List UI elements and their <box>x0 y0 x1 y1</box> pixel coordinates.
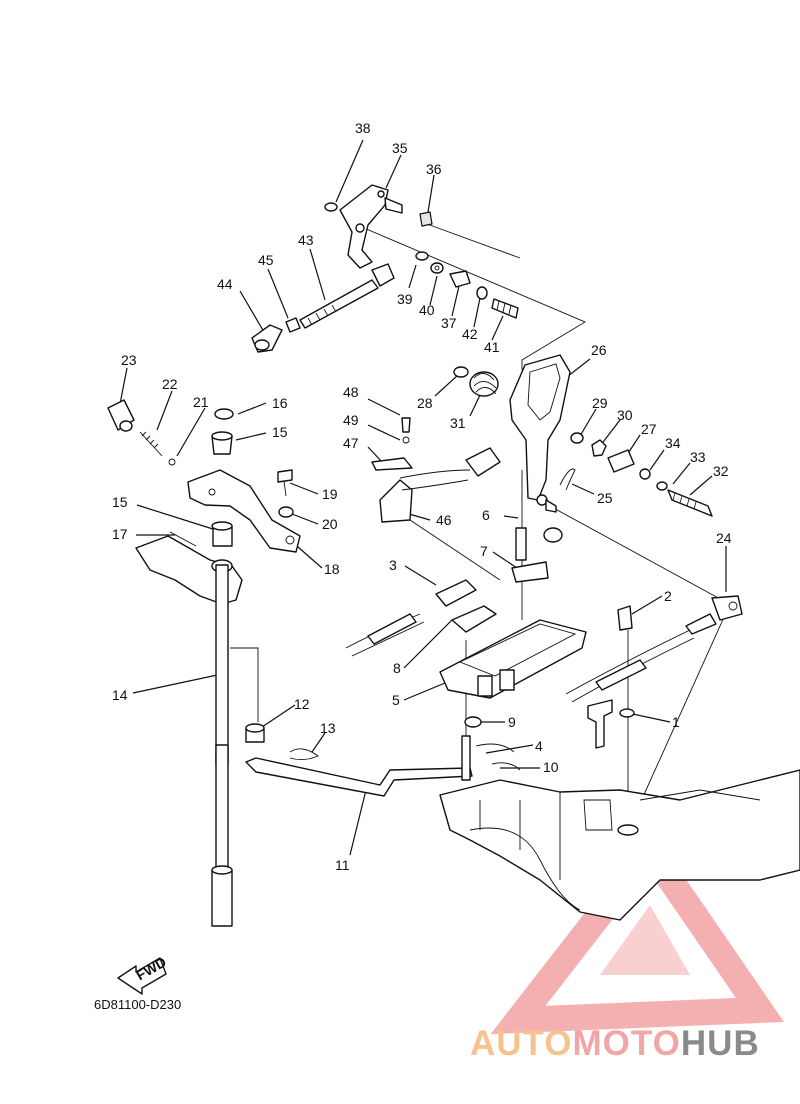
watermark-moto: MOTO <box>572 1024 681 1063</box>
callout-6: 6 <box>482 507 490 523</box>
callout-8: 8 <box>393 660 401 676</box>
watermark-logo <box>490 827 785 1035</box>
callout-9: 9 <box>508 714 516 730</box>
callout-23: 23 <box>121 352 137 368</box>
switch-assembly-46 <box>371 417 501 523</box>
callout-38: 38 <box>355 120 371 136</box>
callout-14: 14 <box>112 687 128 703</box>
callout-16: 16 <box>272 395 288 411</box>
callout-2: 2 <box>664 588 672 604</box>
callout-33: 33 <box>690 449 706 465</box>
left-bracket-18 <box>107 399 301 553</box>
shift-shaft-14 <box>135 531 243 927</box>
callout-15a: 15 <box>272 424 288 440</box>
callout-46: 46 <box>436 512 452 528</box>
bracket-5 <box>345 527 587 771</box>
callout-30: 30 <box>617 407 633 423</box>
cable-assembly <box>565 595 743 749</box>
callout-49: 49 <box>343 412 359 428</box>
callout-45: 45 <box>258 252 274 268</box>
callout-34: 34 <box>665 435 681 451</box>
callout-48: 48 <box>343 384 359 400</box>
connecting-rod-43 <box>251 263 395 353</box>
watermark-auto: AUTO <box>470 1024 573 1063</box>
watermark-hub: HUB <box>680 1024 760 1063</box>
callout-31: 31 <box>450 415 466 431</box>
callout-28: 28 <box>417 395 433 411</box>
fwd-arrow-icon: FWD <box>117 954 169 995</box>
callout-12: 12 <box>294 696 310 712</box>
callout-19: 19 <box>322 486 338 502</box>
callout-15b: 15 <box>112 494 128 510</box>
callout-39: 39 <box>397 291 413 307</box>
callout-37: 37 <box>441 315 457 331</box>
callout-32: 32 <box>713 463 729 479</box>
callout-43: 43 <box>298 232 314 248</box>
callout-3: 3 <box>389 557 397 573</box>
housing <box>439 769 800 921</box>
callout-1: 1 <box>672 714 680 730</box>
callout-18: 18 <box>324 561 340 577</box>
link-rod-11 <box>245 735 473 797</box>
callout-27: 27 <box>641 421 657 437</box>
callout-22: 22 <box>162 376 178 392</box>
callout-4: 4 <box>535 738 543 754</box>
callout-13: 13 <box>320 720 336 736</box>
callout-47: 47 <box>343 435 359 451</box>
leader-lines <box>119 139 727 856</box>
callout-44: 44 <box>217 276 233 292</box>
callout-21: 21 <box>193 394 209 410</box>
watermark-text: AUTOMOTOHUB <box>470 1024 760 1064</box>
callout-5: 5 <box>392 692 400 708</box>
callout-36: 36 <box>426 161 442 177</box>
callout-25: 25 <box>597 490 613 506</box>
callout-40: 40 <box>419 302 435 318</box>
callout-41: 41 <box>484 339 500 355</box>
diagram-code: 6D81100-D230 <box>94 997 182 1012</box>
callout-17: 17 <box>112 526 128 542</box>
callout-42: 42 <box>462 326 478 342</box>
lever-26 <box>453 354 713 517</box>
collar-12 <box>245 723 319 761</box>
callout-11: 11 <box>335 857 350 873</box>
top-link-bracket-35 <box>324 184 519 319</box>
callout-26: 26 <box>591 342 607 358</box>
callout-35: 35 <box>392 140 408 156</box>
callout-29: 29 <box>592 395 608 411</box>
callout-labels: 1 2 3 4 5 6 7 8 9 10 11 12 13 14 15 15 1… <box>112 120 732 873</box>
callout-10: 10 <box>543 759 559 775</box>
callout-20: 20 <box>322 516 338 532</box>
callout-24: 24 <box>716 530 732 546</box>
callout-7: 7 <box>480 543 488 559</box>
